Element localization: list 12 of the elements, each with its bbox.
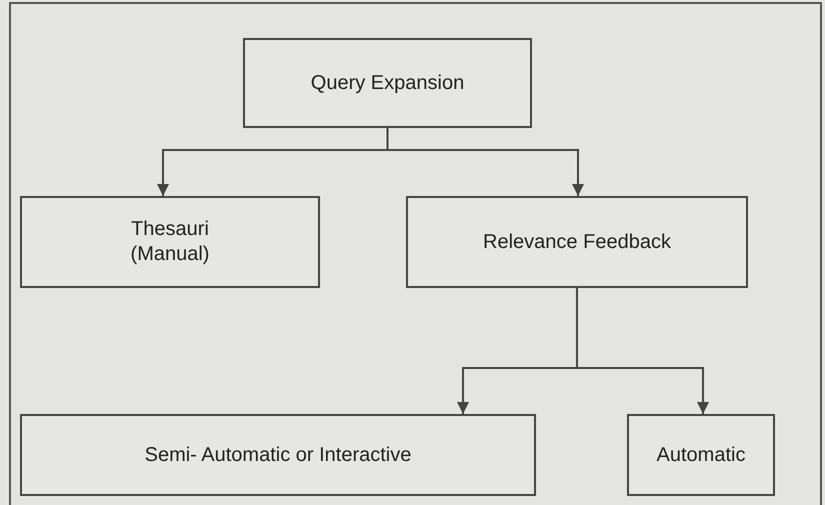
process-box [406,196,748,288]
box-label: Query Expansion [310,70,464,96]
process-box [20,414,536,496]
process-box [20,196,320,288]
arrow [386,128,584,196]
box-label: Automatic [656,442,746,468]
box-label: Thesauri (Manual) [130,217,210,267]
process-box [627,414,775,496]
box-label: Semi- Automatic or Interactive [144,442,412,468]
arrow [576,288,709,414]
process-box [243,38,532,128]
box-label: Relevance Feedback [483,230,671,254]
